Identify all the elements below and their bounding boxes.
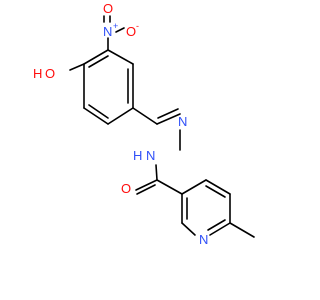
pyridine-label-n: N bbox=[199, 232, 208, 247]
structure-canvas: H O N + O O - N H N O N bbox=[33, 1, 255, 247]
nitro-label-o-top: O bbox=[103, 1, 113, 16]
pyridine-ring bbox=[181, 179, 231, 236]
bond-c3-c4 bbox=[107, 107, 134, 125]
bond-p4-n bbox=[209, 222, 231, 236]
bond-p2-p3-inner bbox=[205, 185, 226, 198]
hydrazone-label-h: H bbox=[133, 148, 142, 163]
bond-carbonyl-c-o-double bbox=[136, 184, 156, 195]
nitro-label-o-right: O bbox=[126, 24, 136, 39]
bond-c6-c1 bbox=[83, 49, 109, 65]
bond-ch-n bbox=[156, 113, 181, 125]
bond-ch-n-double bbox=[157, 108, 179, 119]
bond-c4-c5-inner bbox=[88, 104, 109, 119]
hydroxyl-label-o: O bbox=[45, 66, 55, 81]
nitro-label-n: N bbox=[103, 24, 112, 39]
bond-c3-ch bbox=[132, 107, 158, 125]
bond-c6-c1-inner bbox=[88, 55, 109, 68]
hydrazone-label-n-lower: N bbox=[146, 148, 155, 163]
bond-methyl bbox=[229, 222, 255, 238]
bond-n-p6 bbox=[181, 222, 196, 236]
nitro-charge-plus: + bbox=[113, 21, 118, 31]
bond-c1-c2 bbox=[107, 49, 134, 65]
bond-p2-p3 bbox=[205, 179, 231, 195]
bond-c4-c5 bbox=[83, 107, 109, 125]
molecule-diagram: H O N + O O - N H N O N bbox=[33, 1, 255, 247]
bond-p4-n-inner bbox=[207, 219, 226, 231]
carbonyl-label-o: O bbox=[121, 181, 131, 196]
bond-n-c-carbonyl bbox=[155, 164, 158, 181]
bond-n-o-right bbox=[115, 27, 125, 33]
bond-carbonyl-ring bbox=[156, 179, 183, 195]
phenol-ring bbox=[83, 49, 134, 125]
bond-c6-o bbox=[69, 63, 85, 71]
hydrazone-label-n-upper: N bbox=[178, 114, 187, 129]
bond-p1-p2 bbox=[181, 179, 207, 195]
bond-carbonyl-c-o bbox=[135, 179, 158, 191]
hydroxyl-label-h: H bbox=[33, 66, 42, 81]
nitro-charge-minus: - bbox=[136, 21, 139, 31]
